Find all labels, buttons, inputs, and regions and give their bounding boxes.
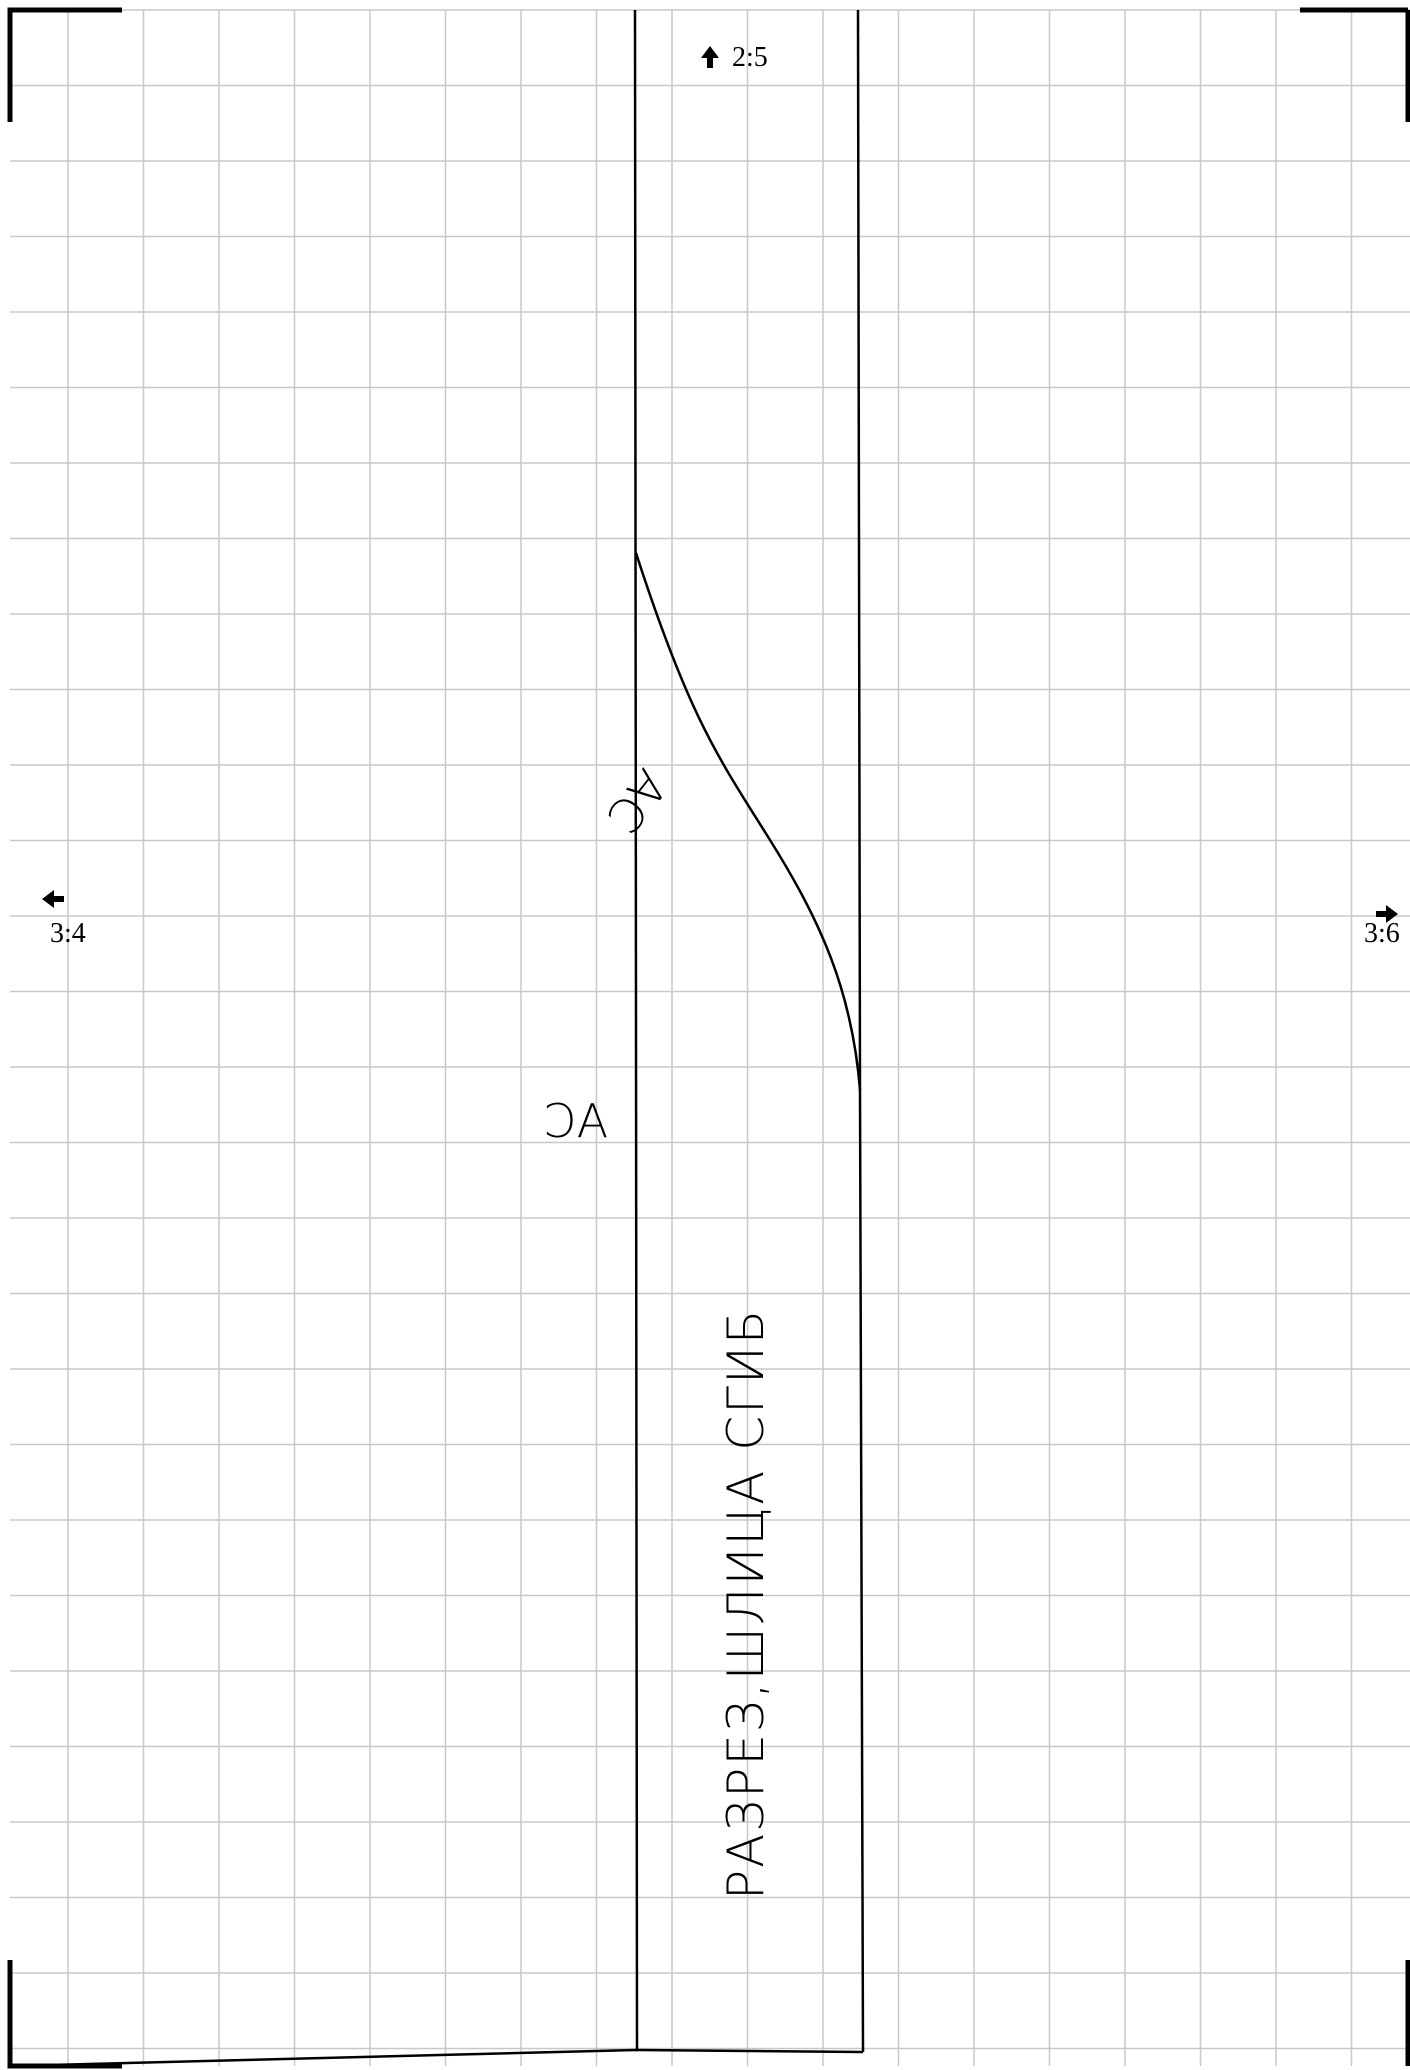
corner-mark-top-left: [7, 7, 122, 122]
page-ref-top: 2:5: [732, 42, 768, 73]
arrow-right-icon: [1376, 905, 1398, 923]
grid: [10, 9, 1410, 2066]
arrow-left-icon: [42, 890, 64, 908]
corner-mark-bottom-left: [7, 1960, 122, 2069]
page-ref-left: 3:4: [50, 918, 86, 949]
right-edge-lower: [858, 1089, 865, 2053]
page-ref-right: 3:6: [1364, 918, 1400, 949]
bottom-edge-left: [9, 2048, 638, 2068]
arrow-up-icon: [701, 46, 719, 68]
right-edge-upper: [856, 9, 862, 1091]
bottom-edge-right: [636, 2048, 864, 2054]
pattern-outline: [9, 9, 865, 2068]
seam-straight-label: АС: [544, 1094, 608, 1148]
page-ref-arrows: [42, 46, 1398, 923]
seam-curve: [634, 552, 862, 1091]
fold-note-label: РАЗРЕЗ,ШЛИЦА СГИБ: [717, 1307, 775, 1900]
left-edge: [633, 9, 639, 2051]
